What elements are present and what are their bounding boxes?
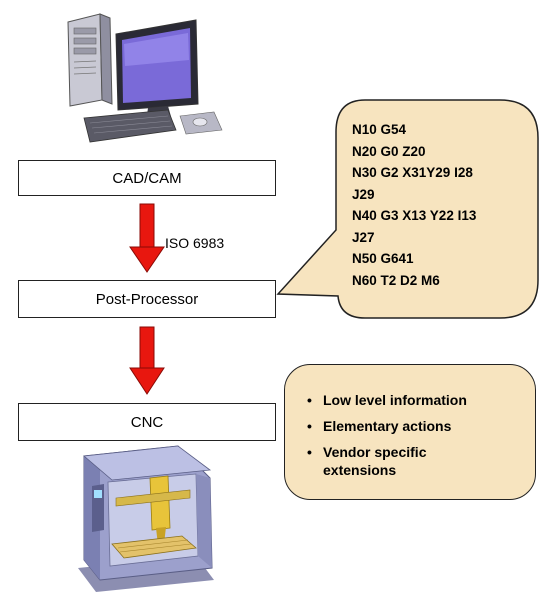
postprocessor-box: Post-Processor <box>18 280 276 318</box>
gcode-line: N30 G2 X31Y29 I28 <box>352 165 473 180</box>
gcode-line: N60 T2 D2 M6 <box>352 272 440 288</box>
property-item: Elementary actions <box>305 417 535 435</box>
gcode-line: N20 G0 Z20 <box>352 143 426 159</box>
gcode-listing: N10 G54 N20 G0 Z20 N30 G2 X31Y29 I28 J29… <box>352 119 476 291</box>
arrow-label: ISO 6983 <box>165 235 225 251</box>
cadcam-box: CAD/CAM <box>18 160 276 196</box>
cnc-label: CNC <box>130 413 164 431</box>
postprocessor-label: Post-Processor <box>95 290 199 308</box>
cadcam-label: CAD/CAM <box>112 169 182 187</box>
cnc-box: CNC <box>18 403 276 441</box>
properties-list: Low level information Elementary actions… <box>305 391 535 479</box>
property-item: Vendor specific extensions <box>305 443 483 479</box>
gcode-line: N10 G54 <box>352 122 407 137</box>
arrow-cadcam-to-postprocessor <box>129 203 165 273</box>
gcode-line: J29 <box>352 186 375 202</box>
properties-callout: Low level information Elementary actions… <box>284 364 536 500</box>
gcode-line: J27 <box>352 229 375 245</box>
gcode-line: N40 G3 X13 Y22 I13 <box>352 208 477 223</box>
arrow-postprocessor-to-cnc <box>129 326 165 395</box>
property-item: Low level information <box>305 391 535 409</box>
gcode-line: N50 G641 <box>352 251 414 266</box>
